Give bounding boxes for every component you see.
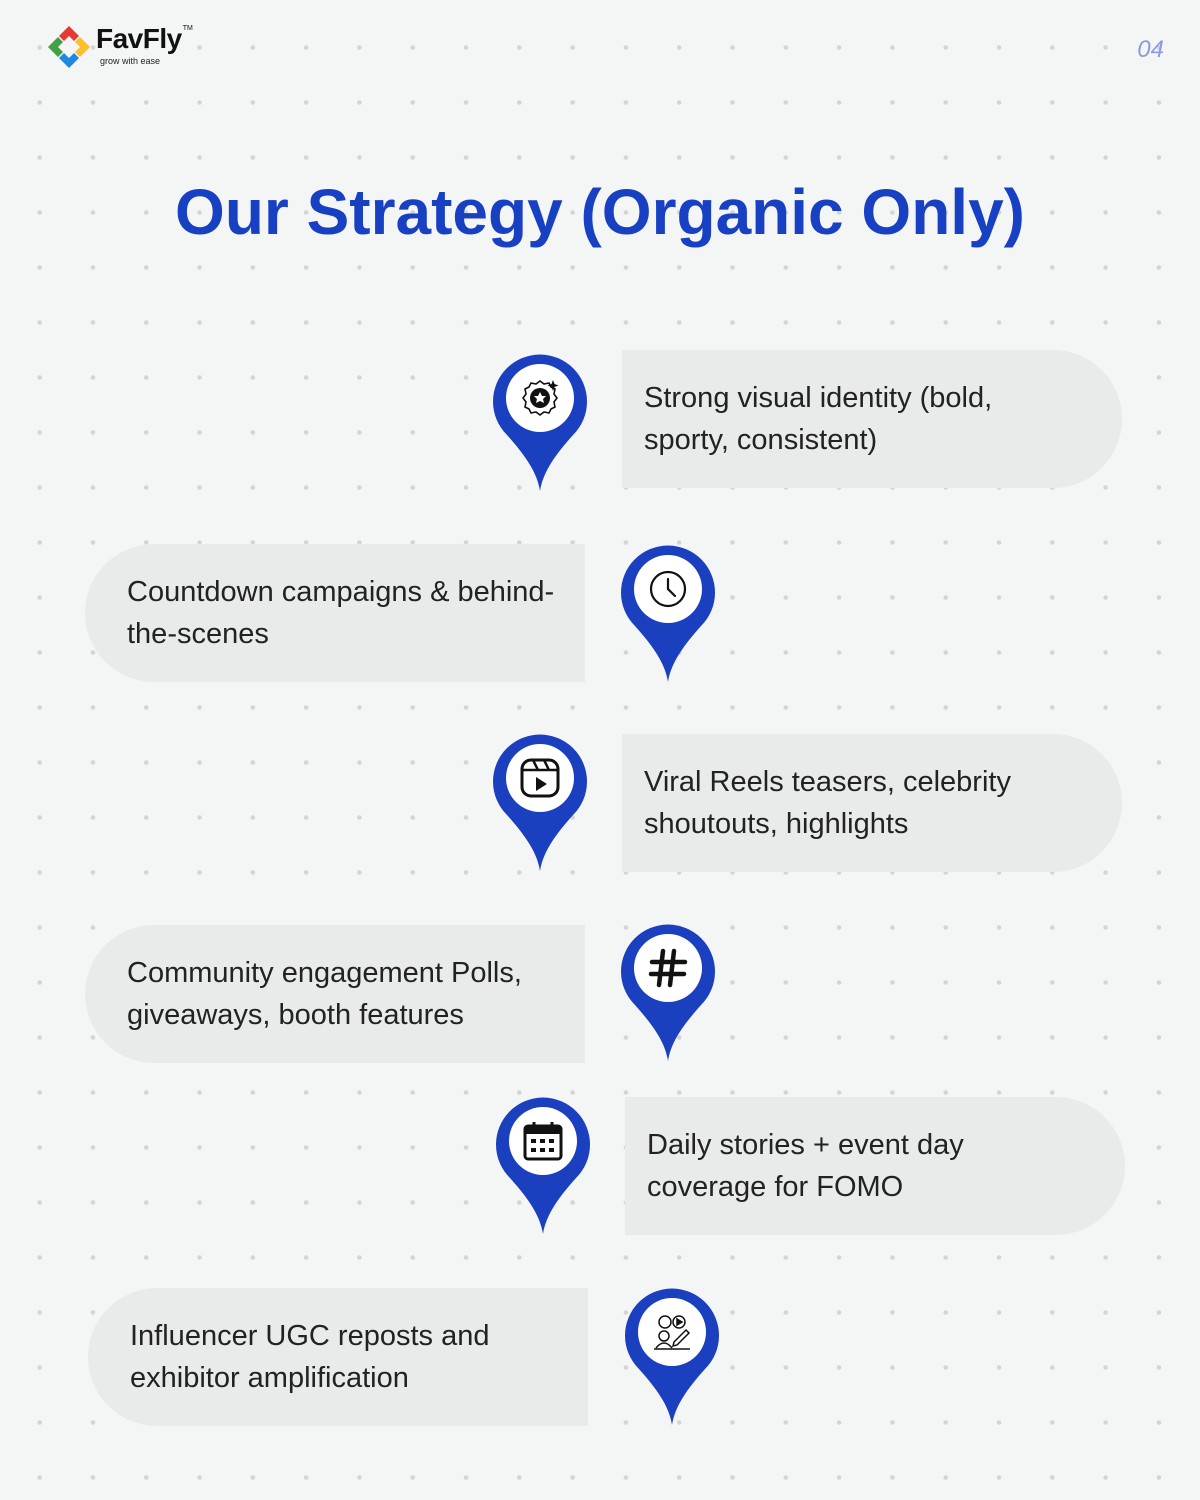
trademark: TM [182, 25, 193, 32]
strategy-card: Community engagement Polls, giveaways, b… [85, 925, 585, 1063]
map-pin-icon [621, 923, 715, 1063]
map-pin-icon [496, 1096, 590, 1236]
logo: FavFly TM grow with ease [46, 24, 193, 70]
strategy-card: Viral Reels teasers, celebrity shoutouts… [622, 734, 1122, 872]
map-pin-icon [493, 353, 587, 493]
strategy-card: Influencer UGC reposts and exhibitor amp… [88, 1288, 588, 1426]
reels-icon [520, 758, 560, 798]
influencer-content-icon [654, 1315, 691, 1350]
clock-icon [649, 570, 687, 608]
strategy-text: Viral Reels teasers, celebrity shoutouts… [644, 766, 1011, 840]
strategy-text: Daily stories + event day coverage for F… [647, 1129, 964, 1203]
strategy-text: Influencer UGC reposts and exhibitor amp… [130, 1320, 490, 1394]
map-pin-icon [493, 733, 587, 873]
page-title: Our Strategy (Organic Only) [175, 176, 1025, 248]
strategy-text: Countdown campaigns & behind-the-scenes [127, 576, 555, 650]
strategy-card: Strong visual identity (bold, sporty, co… [622, 350, 1122, 488]
hashtag-icon [648, 948, 688, 988]
strategy-text: Community engagement Polls, giveaways, b… [127, 957, 522, 1031]
calendar-icon [523, 1122, 563, 1161]
strategy-card: Daily stories + event day coverage for F… [625, 1097, 1125, 1235]
brand-name: FavFly [96, 23, 182, 54]
strategy-card: Countdown campaigns & behind-the-scenes [85, 544, 585, 682]
map-pin-icon [625, 1287, 719, 1427]
tagline: grow with ease [100, 56, 161, 66]
map-pin-icon [621, 544, 715, 684]
strategy-text: Strong visual identity (bold, sporty, co… [644, 382, 993, 456]
page-number: 04 [1137, 36, 1164, 63]
badge-star-icon [522, 380, 559, 416]
logo-mark-icon [48, 26, 90, 68]
